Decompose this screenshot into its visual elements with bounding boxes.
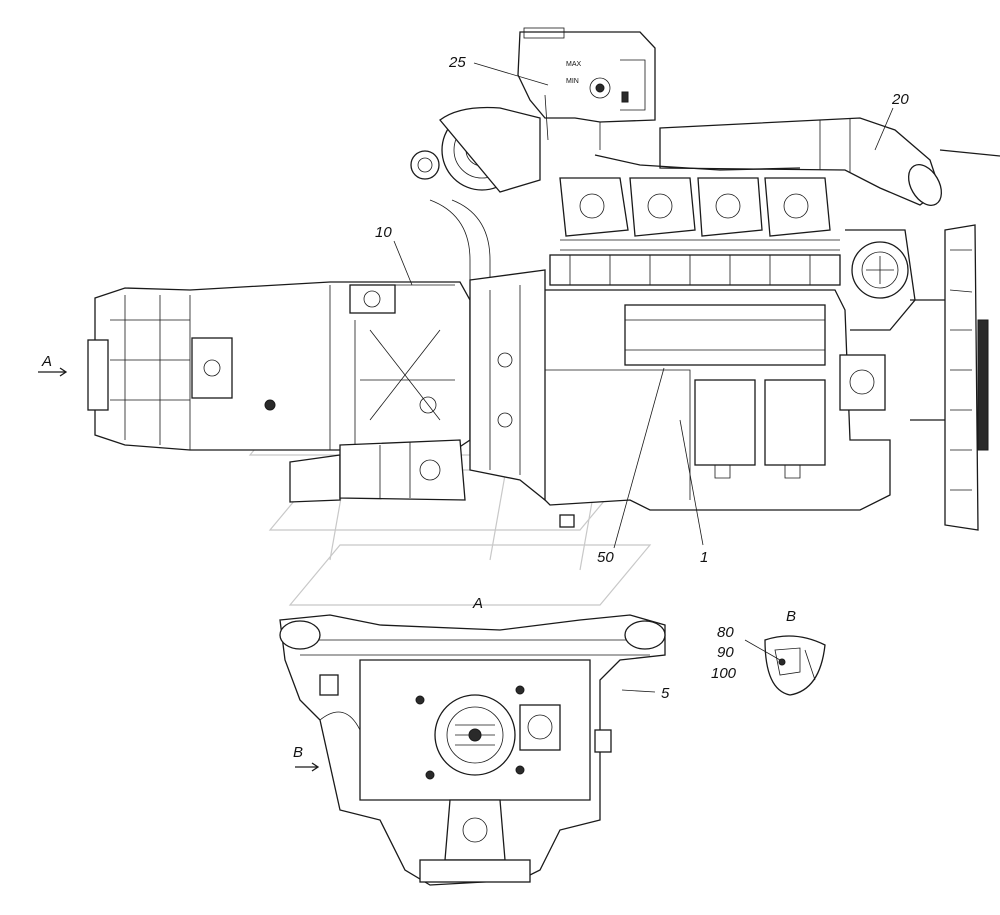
callout-20: 20	[892, 91, 909, 108]
view-label-b-front: B	[293, 744, 304, 761]
transmission	[87, 281, 471, 451]
view-title-b: B	[786, 608, 797, 625]
callout-10: 10	[375, 224, 392, 241]
engine-side-view: MAX MIN	[87, 27, 1000, 549]
intake-pipe	[659, 117, 1000, 206]
callout-25: 25	[449, 54, 466, 71]
engine-front-view	[279, 614, 666, 886]
leader-80	[744, 639, 781, 661]
callout-90: 90	[717, 644, 734, 661]
turbocharger	[410, 106, 541, 300]
callout-1: 1	[700, 549, 709, 566]
callout-80: 80	[717, 624, 734, 641]
detail-b	[744, 635, 826, 696]
arrow-b-front	[295, 762, 320, 772]
callout-50: 50	[597, 549, 614, 566]
tank-min-mark: MIN	[566, 78, 579, 85]
arrow-a-side	[38, 367, 68, 377]
fan	[910, 224, 989, 531]
fuel-rail	[549, 254, 841, 286]
valve-covers	[559, 154, 840, 251]
bellhousing	[469, 269, 546, 502]
leader-10	[393, 240, 413, 286]
expansion-tank	[517, 27, 656, 150]
tank-max-mark: MAX	[566, 61, 582, 68]
leader-1	[679, 419, 704, 546]
leader-25	[473, 62, 549, 86]
alternator	[839, 229, 916, 411]
callout-5: 5	[661, 685, 670, 702]
starter	[289, 439, 466, 503]
leader-50	[613, 367, 665, 549]
view-title-a: A	[473, 595, 484, 612]
callout-100: 100	[711, 665, 737, 682]
leader-20	[874, 107, 894, 151]
view-label-a-side: A	[42, 353, 53, 370]
engine-block	[534, 289, 891, 528]
leader-5	[621, 689, 656, 693]
